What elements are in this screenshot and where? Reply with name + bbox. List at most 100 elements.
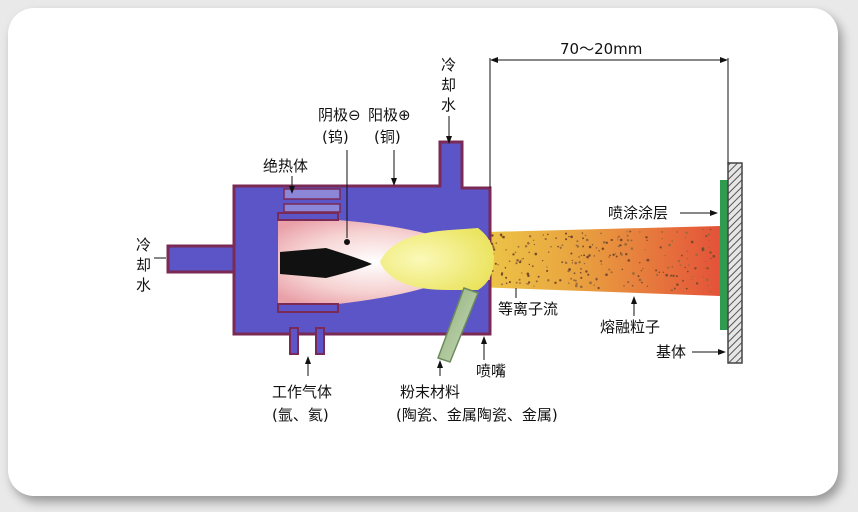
anode-label: 阳极⊕ <box>368 106 411 124</box>
particle-dot <box>580 276 583 279</box>
insulator-label: 绝热体 <box>263 157 308 175</box>
particle-dot <box>548 251 550 253</box>
particle-dot <box>691 275 694 278</box>
particle-dot <box>626 234 629 237</box>
particle-dot <box>579 271 582 274</box>
particle-dot <box>493 248 496 251</box>
nozzle-label: 喷嘴 <box>476 362 506 380</box>
particle-dot <box>574 279 577 282</box>
particle-dot <box>567 269 570 273</box>
particle-dot <box>599 259 603 263</box>
particle-dot <box>505 249 507 251</box>
particle-dot <box>528 235 532 238</box>
particle-dot <box>686 250 688 252</box>
particle-dot <box>568 235 570 238</box>
particle-dot <box>575 244 578 247</box>
particle-dot <box>684 237 686 239</box>
molten-particles-label: 熔融粒子 <box>600 318 660 336</box>
particle-dot <box>528 263 531 266</box>
particle-dot <box>691 278 693 281</box>
particle-dot <box>571 259 573 262</box>
particle-dot <box>524 245 528 248</box>
particle-dot <box>501 283 503 286</box>
particle-dot <box>707 285 709 287</box>
substrate-label: 基体 <box>656 343 686 361</box>
particle-dot <box>561 261 564 264</box>
particle-dot <box>522 257 525 260</box>
particle-dot <box>582 245 585 248</box>
cathode-label: 阴极⊖ <box>318 106 361 124</box>
cooling-water-left-1: 冷 <box>136 236 151 254</box>
particle-dot <box>702 228 704 231</box>
particle-dot <box>595 247 598 249</box>
particle-dot <box>585 238 589 242</box>
particle-dot <box>672 274 675 277</box>
particle-dot <box>659 246 662 249</box>
particle-dot <box>554 281 557 284</box>
particle-dot <box>664 254 666 257</box>
gas-inlet-right <box>315 327 325 355</box>
particle-dot <box>583 262 586 265</box>
particle-dot <box>578 256 580 258</box>
particle-dot <box>627 259 631 262</box>
particle-dot <box>579 285 583 289</box>
particle-dot <box>600 263 603 265</box>
powder-feed-tube <box>437 287 479 363</box>
particle-dot <box>710 257 712 260</box>
particle-dot <box>617 236 619 239</box>
particle-dot <box>619 238 623 242</box>
particle-dot <box>644 249 646 251</box>
particle-dot <box>639 231 641 233</box>
particle-dot <box>605 241 608 244</box>
particle-dot <box>576 240 579 243</box>
particle-dot <box>589 281 592 285</box>
particle-dot <box>495 242 498 244</box>
particle-dot <box>541 259 544 262</box>
particle-dot <box>521 258 523 260</box>
particle-dot <box>575 282 578 285</box>
particle-dot <box>557 245 559 248</box>
particle-dot <box>570 252 573 255</box>
gas-inlet-left <box>289 327 299 355</box>
insulator-lower <box>283 203 341 213</box>
particle-dot <box>502 235 505 239</box>
particle-dot <box>661 237 663 240</box>
particle-dot <box>712 254 716 258</box>
particle-dot <box>595 278 598 281</box>
coating-layer <box>720 180 728 330</box>
particle-dot <box>579 267 583 270</box>
particle-dot <box>709 290 711 293</box>
particle-dot <box>559 279 562 282</box>
particle-dot <box>619 244 622 247</box>
particle-dot <box>546 266 548 268</box>
particle-dot <box>583 254 586 257</box>
particle-dot <box>582 237 584 240</box>
distance-label: 70～20mm <box>560 40 642 58</box>
particle-dot <box>593 255 595 257</box>
particle-dot <box>600 232 602 235</box>
particle-dot <box>534 252 538 256</box>
particle-dot <box>516 259 519 262</box>
particle-dot <box>546 233 549 236</box>
particle-dot <box>637 275 640 278</box>
particle-dot <box>601 247 605 251</box>
particle-dot <box>588 245 592 249</box>
particle-dot <box>574 261 578 265</box>
diagram-card: 70～20mm 冷 却 水 阴极⊖ (钨) 阳极⊕ (铜) 绝热体 冷 却 水 … <box>8 8 838 496</box>
particle-dot <box>527 274 530 278</box>
particle-dot <box>555 237 558 240</box>
particle-dot <box>508 260 511 263</box>
chamber-wall-top <box>277 212 339 221</box>
particle-dot <box>641 281 643 284</box>
particle-dot <box>564 261 567 264</box>
particle-dot <box>688 264 690 266</box>
particle-dot <box>656 273 659 277</box>
particle-dot <box>586 255 589 259</box>
particle-dot <box>626 239 630 242</box>
particle-dot <box>695 253 698 257</box>
particle-dot <box>527 282 530 285</box>
particle-dot <box>705 266 707 269</box>
plasma-flow-label: 等离子流 <box>498 300 558 318</box>
particle-dot <box>668 243 671 247</box>
particle-dot <box>612 253 615 257</box>
